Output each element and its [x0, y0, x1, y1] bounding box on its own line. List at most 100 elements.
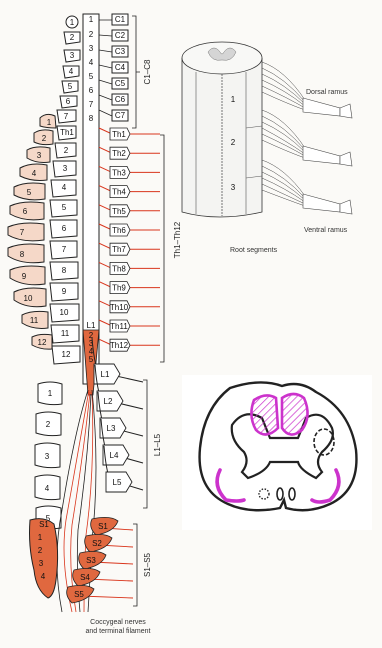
lumbar-vertebra-4: 4 — [35, 475, 60, 500]
svg-text:L3: L3 — [107, 424, 116, 433]
rib-1: 1 — [40, 114, 56, 128]
caption-coccygeal-line2: and terminal filament — [86, 628, 151, 635]
cord-segment-c4: 4 — [89, 58, 94, 67]
cord-segment-c7: 7 — [89, 100, 94, 109]
svg-text:C4: C4 — [115, 63, 126, 72]
svg-text:L1: L1 — [101, 370, 110, 379]
svg-text:Th8: Th8 — [112, 264, 126, 273]
cervical-vertebra-2: 2 — [64, 32, 80, 44]
sacrum-label-3: 3 — [39, 559, 44, 568]
thoracic-nerve-9: Th9 — [99, 282, 160, 294]
bracket-cervical: C1–C8 — [132, 16, 152, 128]
rootlets — [262, 62, 305, 206]
rib-6: 6 — [10, 202, 44, 220]
svg-text:Th4: Th4 — [112, 188, 126, 197]
svg-text:C6: C6 — [115, 95, 126, 104]
sacrum: S1 1 2 3 4 — [30, 519, 58, 598]
svg-text:8: 8 — [20, 250, 25, 259]
svg-text:S5: S5 — [74, 590, 84, 599]
svg-text:11: 11 — [30, 316, 39, 325]
cord-segment-c3: 3 — [89, 44, 94, 53]
svg-text:Th1: Th1 — [60, 128, 74, 137]
svg-text:C3: C3 — [115, 47, 126, 56]
cord-segment-l1: L1 — [87, 321, 96, 330]
sacrum-label-2: 2 — [38, 546, 43, 555]
nerve-box-c3: C3 — [112, 46, 128, 57]
svg-text:1: 1 — [47, 118, 52, 127]
thoracic-vertebra-3: 3 — [53, 161, 76, 177]
thoracic-nerve-11: Th11 — [99, 320, 160, 332]
rib-4: 4 — [20, 164, 47, 181]
thoracic-vertebra-9: 9 — [50, 283, 78, 301]
lumbar-vertebra-2: 2 — [36, 412, 61, 436]
svg-text:L2: L2 — [104, 397, 113, 406]
svg-text:10: 10 — [24, 294, 33, 303]
cervical-vertebra-5: 5 — [62, 81, 78, 93]
cord-illustration-segment-2: 2 — [231, 138, 236, 147]
thoracic-nerve-2: Th2 — [99, 147, 160, 159]
thoracic-nerve-3: Th3 — [99, 166, 160, 178]
svg-text:Th1: Th1 — [112, 130, 126, 139]
cord-segment-l5: 5 — [89, 355, 94, 364]
svg-text:9: 9 — [62, 287, 67, 296]
svg-text:4: 4 — [69, 67, 74, 76]
rib-11: 11 — [22, 311, 48, 328]
cord-segment-c6: 6 — [89, 86, 94, 95]
spine-diagram: 1 2 3 4 5 6 7 1 2 3 4 5 6 7 8 C1 C2 C3 C… — [8, 14, 182, 635]
nerve-box-c6: C6 — [112, 94, 128, 105]
cervical-vertebra-6: 6 — [60, 96, 77, 108]
nerve-box-c7: C7 — [112, 110, 128, 121]
svg-text:2: 2 — [46, 420, 51, 429]
rib-12: 12 — [32, 334, 52, 349]
svg-text:S4: S4 — [80, 573, 90, 582]
svg-text:Th11: Th11 — [110, 322, 128, 331]
bracket-lumbar: L1–L5 — [143, 380, 162, 508]
svg-text:S3: S3 — [86, 556, 96, 565]
svg-text:7: 7 — [20, 228, 25, 237]
thoracic-vertebra-2: 2 — [55, 143, 76, 158]
nerve-box-c4: C4 — [112, 62, 128, 73]
svg-text:Th5: Th5 — [112, 207, 126, 216]
svg-text:2: 2 — [64, 146, 69, 155]
svg-text:4: 4 — [32, 169, 37, 178]
cord-illustration-segment-3: 3 — [231, 183, 236, 192]
svg-text:C5: C5 — [115, 79, 126, 88]
svg-text:6: 6 — [62, 224, 67, 233]
svg-text:7: 7 — [62, 245, 67, 254]
thoracic-vertebrae: Th1 2 3 4 5 6 7 8 9 10 11 12 — [50, 126, 80, 364]
thoracic-nerve-6: Th6 — [99, 224, 160, 236]
thoracic-nerve-10: Th10 — [99, 301, 160, 313]
svg-text:Th3: Th3 — [112, 168, 126, 177]
svg-text:3: 3 — [63, 164, 68, 173]
svg-text:L4: L4 — [110, 451, 119, 460]
region-label-cervical: C1–C8 — [143, 59, 152, 84]
thoracic-nerve-8: Th8 — [99, 262, 160, 274]
sacrum-label-1: 1 — [38, 533, 43, 542]
svg-text:Th2: Th2 — [112, 149, 126, 158]
svg-text:2: 2 — [70, 33, 75, 42]
svg-text:6: 6 — [23, 207, 28, 216]
svg-text:C1: C1 — [115, 15, 126, 24]
cervical-vertebra-1: 1 — [66, 16, 78, 28]
svg-text:12: 12 — [62, 350, 71, 359]
cervical-vertebra-7: 7 — [57, 110, 76, 123]
svg-text:Th10: Th10 — [110, 303, 129, 312]
spinal-nerves-illustration — [303, 98, 352, 214]
svg-text:3: 3 — [45, 452, 50, 461]
cord-segment-c8: 8 — [89, 114, 94, 123]
svg-text:C2: C2 — [115, 31, 126, 40]
rib-3: 3 — [27, 147, 50, 163]
thoracic-vertebra-10: 10 — [50, 304, 79, 322]
svg-text:5: 5 — [27, 188, 32, 197]
thoracic-vertebra-5: 5 — [50, 200, 77, 217]
thoracic-nerve-7: Th7 — [99, 243, 160, 255]
root-segments-caption: Root segments — [230, 247, 278, 254]
region-label-thoracic: Th1–Th12 — [173, 221, 182, 258]
svg-text:3: 3 — [37, 151, 42, 160]
caption-coccygeal-line1: Coccygeal nerves — [90, 619, 146, 626]
rib-7: 7 — [8, 223, 44, 241]
region-label-sacral: S1–S5 — [143, 552, 152, 577]
svg-text:L5: L5 — [113, 478, 122, 487]
